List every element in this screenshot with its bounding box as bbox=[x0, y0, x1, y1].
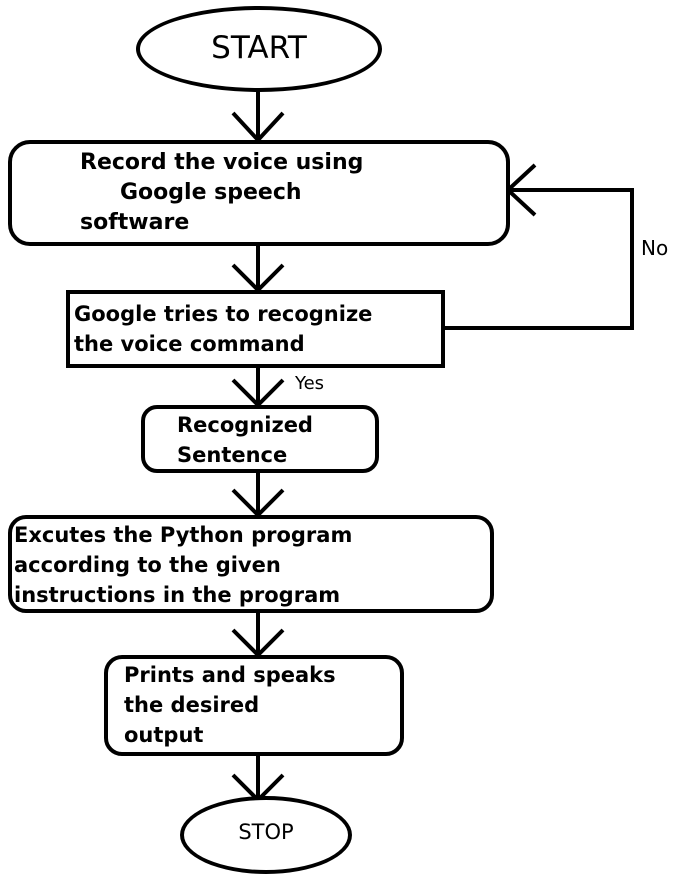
output-line-3: output bbox=[124, 723, 204, 747]
execute-line-2: according to the given bbox=[14, 553, 281, 577]
sentence-line-1: Recognized bbox=[177, 413, 313, 437]
recognize-command-box: Google tries to recognize the voice comm… bbox=[66, 290, 445, 368]
stop-label: STOP bbox=[238, 820, 294, 844]
execute-line-1: Excutes the Python program bbox=[14, 523, 353, 547]
edge-no-label: No bbox=[641, 236, 669, 260]
record-line-2: Google speech bbox=[120, 180, 302, 205]
recognize-line-2: the voice command bbox=[74, 332, 305, 356]
recognize-line-1: Google tries to recognize bbox=[74, 302, 373, 326]
record-line-3: software bbox=[80, 210, 190, 235]
start-terminal: START bbox=[136, 6, 382, 92]
start-label: START bbox=[211, 30, 307, 66]
execute-program-box: Excutes the Python program according to … bbox=[8, 515, 494, 613]
recognized-sentence-box: Recognized Sentence bbox=[141, 405, 379, 473]
execute-line-3: instructions in the program bbox=[14, 583, 341, 607]
edge-yes-label: Yes bbox=[295, 373, 325, 394]
record-voice-box: Record the voice using Google speech sof… bbox=[8, 140, 510, 246]
output-line-2: the desired bbox=[124, 693, 260, 717]
print-speak-output-box: Prints and speaks the desired output bbox=[104, 655, 404, 756]
output-line-1: Prints and speaks bbox=[124, 663, 336, 687]
sentence-line-2: Sentence bbox=[177, 443, 288, 467]
stop-terminal: STOP bbox=[180, 796, 352, 874]
record-line-1: Record the voice using bbox=[80, 150, 364, 175]
arrow-no-loop bbox=[441, 188, 634, 330]
